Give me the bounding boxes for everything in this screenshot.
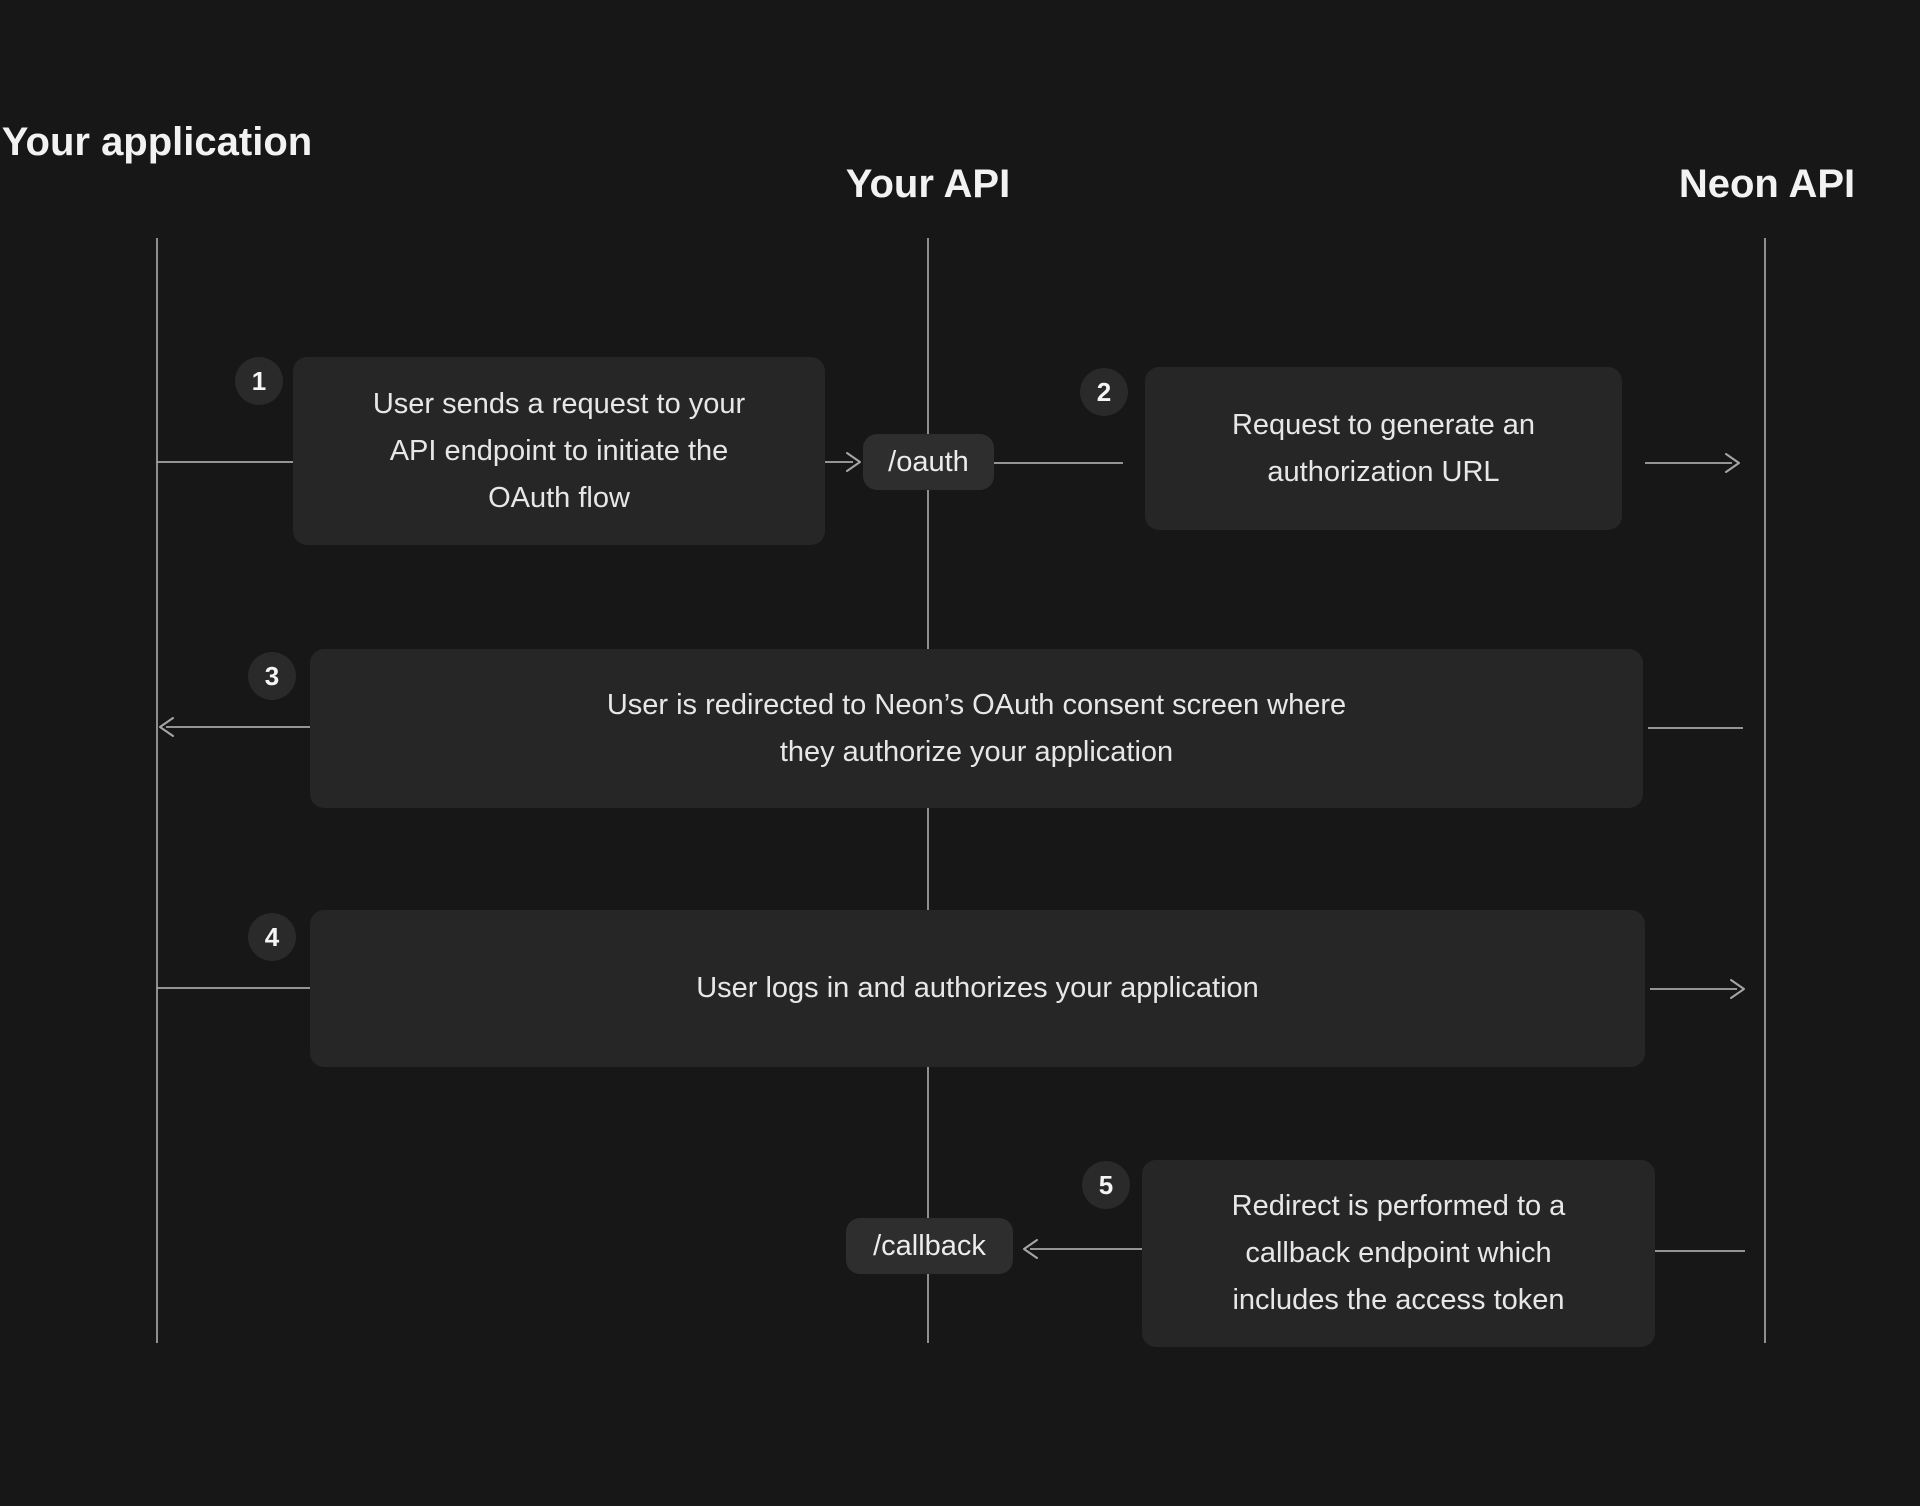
actor-heading-your-api: Your API	[845, 162, 1011, 206]
step4-number: 4	[264, 921, 280, 952]
step5-number-badge: 5	[1082, 1161, 1130, 1209]
step4-box: User logs in and authorizes your applica…	[310, 910, 1645, 1067]
step3-arrowhead-left-icon	[159, 717, 174, 737]
step5-number: 5	[1098, 1169, 1114, 1200]
step1-text: User sends a request to your API endpoin…	[372, 387, 746, 514]
step5-arrowhead-left-icon	[1023, 1239, 1038, 1259]
step4-arrowhead-right-icon	[1730, 979, 1745, 999]
actor-heading-your-application: Your application	[1, 120, 313, 164]
step2-number-badge: 2	[1080, 368, 1128, 416]
step3-number: 3	[264, 660, 280, 691]
step2-arrowhead-right-icon	[1725, 453, 1740, 473]
step1-arrowhead-right-icon	[846, 452, 861, 472]
step5-text: Redirect is performed to a callback endp…	[1231, 1190, 1566, 1316]
step5-box: Redirect is performed to a callback endp…	[1142, 1160, 1655, 1347]
step4-number-badge: 4	[248, 913, 296, 961]
step2-number: 2	[1096, 376, 1112, 407]
step1-box: User sends a request to your API endpoin…	[293, 357, 825, 545]
step2-text: Request to generate an authorization URL	[1231, 408, 1536, 488]
step3-text: User is redirected to Neon’s OAuth conse…	[606, 688, 1347, 768]
callback-endpoint-chip: /callback	[846, 1218, 1013, 1274]
oauth-endpoint-chip: /oauth	[863, 434, 994, 490]
step1-number: 1	[251, 365, 267, 396]
step2-box: Request to generate an authorization URL	[1145, 367, 1622, 530]
oauth-endpoint-label: /oauth	[888, 445, 969, 478]
actor-heading-neon-api: Neon API	[1678, 162, 1856, 206]
step3-number-badge: 3	[248, 652, 296, 700]
step4-text: User logs in and authorizes your applica…	[696, 972, 1259, 1004]
step3-box: User is redirected to Neon’s OAuth conse…	[310, 649, 1643, 808]
callback-endpoint-label: /callback	[873, 1229, 986, 1262]
step1-number-badge: 1	[235, 357, 283, 405]
